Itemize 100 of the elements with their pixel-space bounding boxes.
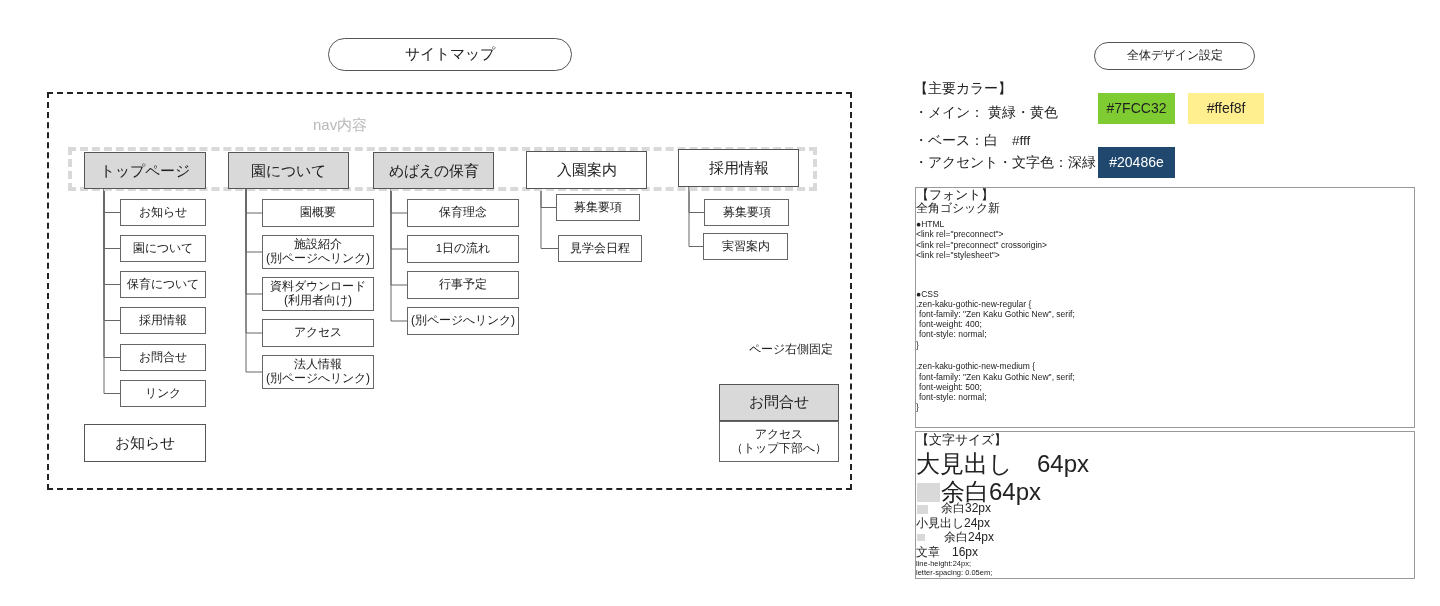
page-label: アクセス xyxy=(755,427,803,442)
page-box xyxy=(120,199,206,226)
nav-item-label: トップページ xyxy=(100,161,190,180)
page-label: 資料ダウンロード xyxy=(270,280,366,294)
code-line: } xyxy=(916,402,919,413)
panel-text: 全角ゴシック新 xyxy=(916,202,1000,216)
code-line: .zen-kaku-gothic-new-medium { xyxy=(916,362,1036,372)
code-line: font-style: normal; xyxy=(919,329,987,340)
page-label: 保育について xyxy=(127,277,199,292)
nav-item-label: 採用情報 xyxy=(708,159,769,177)
section-heading: 【主要カラー】 xyxy=(914,79,1012,98)
nav-item-box xyxy=(678,149,799,187)
page-label: 募集要項 xyxy=(574,200,622,215)
heading-pill xyxy=(328,38,572,71)
code-line: font-family: "Zen Kaku Gothic New", serif; xyxy=(919,310,1075,320)
page-label: 見学会日程 xyxy=(570,241,630,256)
color-swatch xyxy=(1098,147,1175,178)
page-box xyxy=(703,233,788,260)
sample-text: 大見出し 64px xyxy=(916,450,1090,478)
page-box xyxy=(120,307,206,334)
page-label: 行事予定 xyxy=(439,278,487,292)
page-label: 施設紹介 xyxy=(294,238,342,252)
nav-item-label: お問合せ xyxy=(749,394,809,411)
color-note: ・ベース：白 #fff xyxy=(914,132,1031,150)
color-note: ・アクセント・文字色：深緑 xyxy=(914,154,1096,172)
color-swatch xyxy=(1098,93,1175,124)
sample-text: 小見出し24px xyxy=(916,517,991,531)
page-box xyxy=(84,424,206,462)
page-box xyxy=(558,235,642,262)
page-label: (別ページへリンク) xyxy=(411,314,515,328)
page-label: 実習案内 xyxy=(721,239,770,254)
page-note: (別ページへリンク) xyxy=(266,371,370,386)
heading-text: 全体デザイン設定 xyxy=(1126,49,1223,63)
page-box xyxy=(120,380,206,407)
code-line: <link rel="preconnect" crossorigin> xyxy=(916,240,1047,251)
connector-line xyxy=(245,188,263,373)
annotation-text: ページ右側固定 xyxy=(749,342,833,357)
connector-line xyxy=(103,188,121,394)
page-box xyxy=(120,344,206,371)
connector-line xyxy=(540,188,559,249)
heading-pill xyxy=(1094,42,1255,70)
page-box xyxy=(120,271,206,298)
font-panel xyxy=(915,187,1415,428)
nav-item-box xyxy=(373,152,494,189)
page-label: 園について xyxy=(133,241,193,256)
page-label: 1日の流れ xyxy=(435,242,491,256)
text-size-panel xyxy=(915,431,1415,579)
code-line: font-weight: 400; xyxy=(919,319,982,330)
color-code: #ffef8f xyxy=(1206,100,1246,117)
color-swatch xyxy=(1188,93,1264,124)
code-line: .zen-kaku-gothic-new-regular { xyxy=(916,300,1032,310)
page-label: 採用情報 xyxy=(139,313,187,328)
code-line: font-weight: 500; xyxy=(919,382,982,393)
page-box xyxy=(719,421,839,462)
sample-text: 余白24px xyxy=(944,531,995,545)
nav-item-label: 入園案内 xyxy=(556,161,617,179)
code-line: font-style: normal; xyxy=(919,392,987,403)
code-line: } xyxy=(916,341,919,351)
panel-heading: 【文字サイズ】 xyxy=(916,433,1007,448)
page-box xyxy=(262,355,374,389)
page-box xyxy=(556,194,640,221)
sample-text: 文章 16px xyxy=(916,545,979,560)
page-box xyxy=(262,199,374,227)
page-box xyxy=(407,199,519,227)
page-box xyxy=(262,277,374,311)
nav-item-label: めばえの保育 xyxy=(388,161,479,180)
page-note: (利用者向け) xyxy=(284,294,352,308)
nav-item-box xyxy=(526,151,647,189)
code-line: font-family: "Zen Kaku Gothic New", serif; xyxy=(919,372,1075,383)
section-label: ●HTML xyxy=(916,220,945,230)
nav-item-label: お知らせ xyxy=(115,434,175,452)
color-note: ・メイン： 黄緑・黄色 xyxy=(914,104,1058,122)
page-label: 募集要項 xyxy=(722,205,771,220)
page-label: 保育理念 xyxy=(439,206,487,220)
nav-item-box xyxy=(84,152,206,189)
page-box xyxy=(407,271,519,299)
connector-line xyxy=(390,188,408,322)
page-note: (別ページへリンク) xyxy=(266,251,370,266)
page-box xyxy=(120,235,206,262)
page-label: リンク xyxy=(145,386,181,401)
sample-text: 余白32px xyxy=(941,502,992,516)
page-box xyxy=(407,235,519,263)
section-label: ●CSS xyxy=(916,289,939,300)
dashed-frame xyxy=(47,92,852,490)
page-box xyxy=(407,307,519,335)
page-label: お知らせ xyxy=(139,205,187,220)
heading-text: サイトマップ xyxy=(405,46,495,63)
nav-item-label: 園について xyxy=(251,161,326,180)
panel-heading: 【フォント】 xyxy=(916,187,994,202)
page-box xyxy=(262,319,374,347)
page-note: （トップ下部へ） xyxy=(731,441,827,456)
color-code: #7FCC32 xyxy=(1106,100,1167,117)
connector-line xyxy=(688,186,704,247)
page-label: アクセス xyxy=(294,326,342,340)
page-box xyxy=(262,235,374,269)
page-label: 園概要 xyxy=(300,206,336,220)
color-code: #20486e xyxy=(1109,154,1164,171)
page-box xyxy=(719,384,839,421)
group-label: nav内容 xyxy=(313,116,368,134)
page-label: 法人情報 xyxy=(294,358,342,372)
